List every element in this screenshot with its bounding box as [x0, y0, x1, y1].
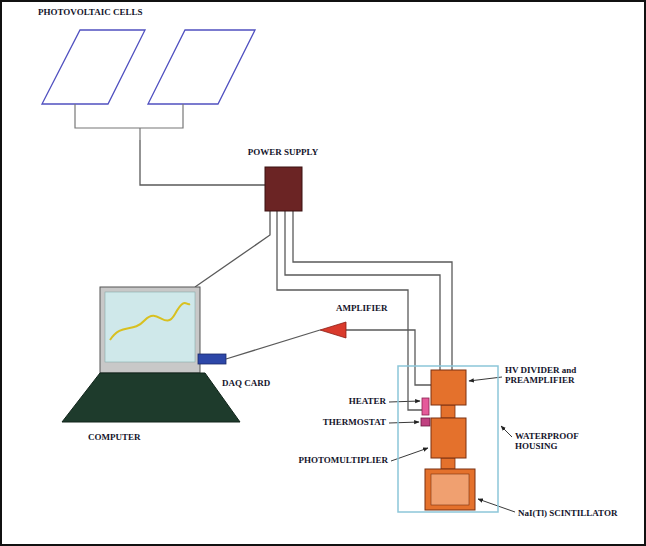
component-label: PHOTOMULTIPLIER: [298, 456, 388, 466]
power-supply-body: [265, 167, 302, 211]
node-shape: [422, 398, 429, 415]
component-label: HEATER: [349, 397, 386, 407]
node-shape: [425, 469, 475, 510]
shape-group: [62, 287, 240, 422]
tube-neck: [441, 405, 455, 418]
shape-group: [422, 398, 429, 415]
component-label: HV DIVIDER and PREAMPLIFIER: [505, 366, 600, 386]
shape-group: [425, 469, 475, 510]
node-shape: [431, 370, 466, 405]
shape-group: [198, 354, 226, 364]
photomultiplier-tube: PHOTOMULTIPLIER: [431, 418, 466, 458]
thermostat-body: [421, 418, 430, 426]
heater-body: [422, 398, 429, 415]
leader-line: [469, 377, 502, 381]
wire-connector: [195, 211, 270, 287]
node-shape: [198, 354, 226, 364]
scintillator-crystal: NaI(Tl) SCINTILLATOR: [425, 469, 475, 510]
component-label: POWER SUPPLY: [248, 148, 318, 158]
amplifier-symbol: [320, 322, 346, 338]
shape-group: [421, 418, 430, 426]
component-label: WATERPROOF HOUSING: [515, 432, 600, 452]
wire-connector: [346, 330, 431, 385]
hv-divider-box: HV DIVIDER and PREAMPLIFIER: [431, 370, 466, 405]
tube-neck: [441, 458, 455, 469]
leader-line: [391, 448, 428, 461]
power-supply-box: POWER SUPPLY: [265, 167, 302, 211]
amplifier-triangle: AMPLIFIER: [320, 322, 346, 338]
pv-panel: [42, 30, 145, 104]
wire-connector: [293, 211, 452, 370]
scintillator-body: [425, 469, 475, 510]
leader-line: [501, 426, 512, 437]
solar-panels: PHOTOVOLTAIC CELLS: [40, 28, 258, 140]
component-label: THERMOSTAT: [323, 418, 386, 428]
screen-display: [105, 292, 195, 362]
waterproof-housing: WATERPROOF HOUSINGHV DIVIDER and PREAMPL…: [398, 366, 498, 512]
leader-line: [478, 499, 515, 512]
hv-divider-body: [431, 370, 466, 405]
housing-outline: [398, 366, 498, 512]
component-label: AMPLIFIER: [336, 304, 388, 314]
wire-connector: [226, 330, 320, 359]
node-shape: [320, 322, 346, 338]
component-label: PHOTOVOLTAIC CELLS: [38, 8, 142, 18]
shape-group: [398, 366, 498, 512]
node-shape: [431, 418, 466, 458]
component-label: COMPUTER: [88, 433, 141, 443]
leader-line: [389, 422, 419, 423]
shape-group: [320, 322, 346, 338]
wire-connector: [140, 140, 265, 185]
panel-wire: [75, 104, 183, 140]
daq-card-body: [198, 354, 226, 364]
heater-element: HEATER: [422, 398, 429, 415]
node-shape: [265, 167, 302, 211]
pv-panel: [148, 30, 255, 104]
shape-group: [431, 418, 466, 458]
shape-group: [431, 370, 466, 405]
laptop-screen: [100, 287, 200, 373]
shape-group: [265, 167, 302, 211]
laptop-keyboard: [62, 373, 240, 422]
wire-connector: [285, 211, 440, 370]
shape-group: [42, 30, 255, 140]
component-label: NaI(Tl) SCINTILLATOR: [518, 509, 617, 519]
node-shape: [40, 28, 258, 140]
thermostat-element: THERMOSTAT: [421, 418, 430, 426]
node-shape: [421, 418, 430, 426]
screen-plot: [110, 303, 190, 340]
photomultiplier-body: [431, 418, 466, 458]
leader-line: [389, 401, 420, 402]
daq-card: DAQ CARD: [198, 354, 226, 364]
scintillator-window: [431, 474, 469, 505]
component-label: DAQ CARD: [222, 379, 270, 389]
wire-connector: [277, 211, 422, 410]
